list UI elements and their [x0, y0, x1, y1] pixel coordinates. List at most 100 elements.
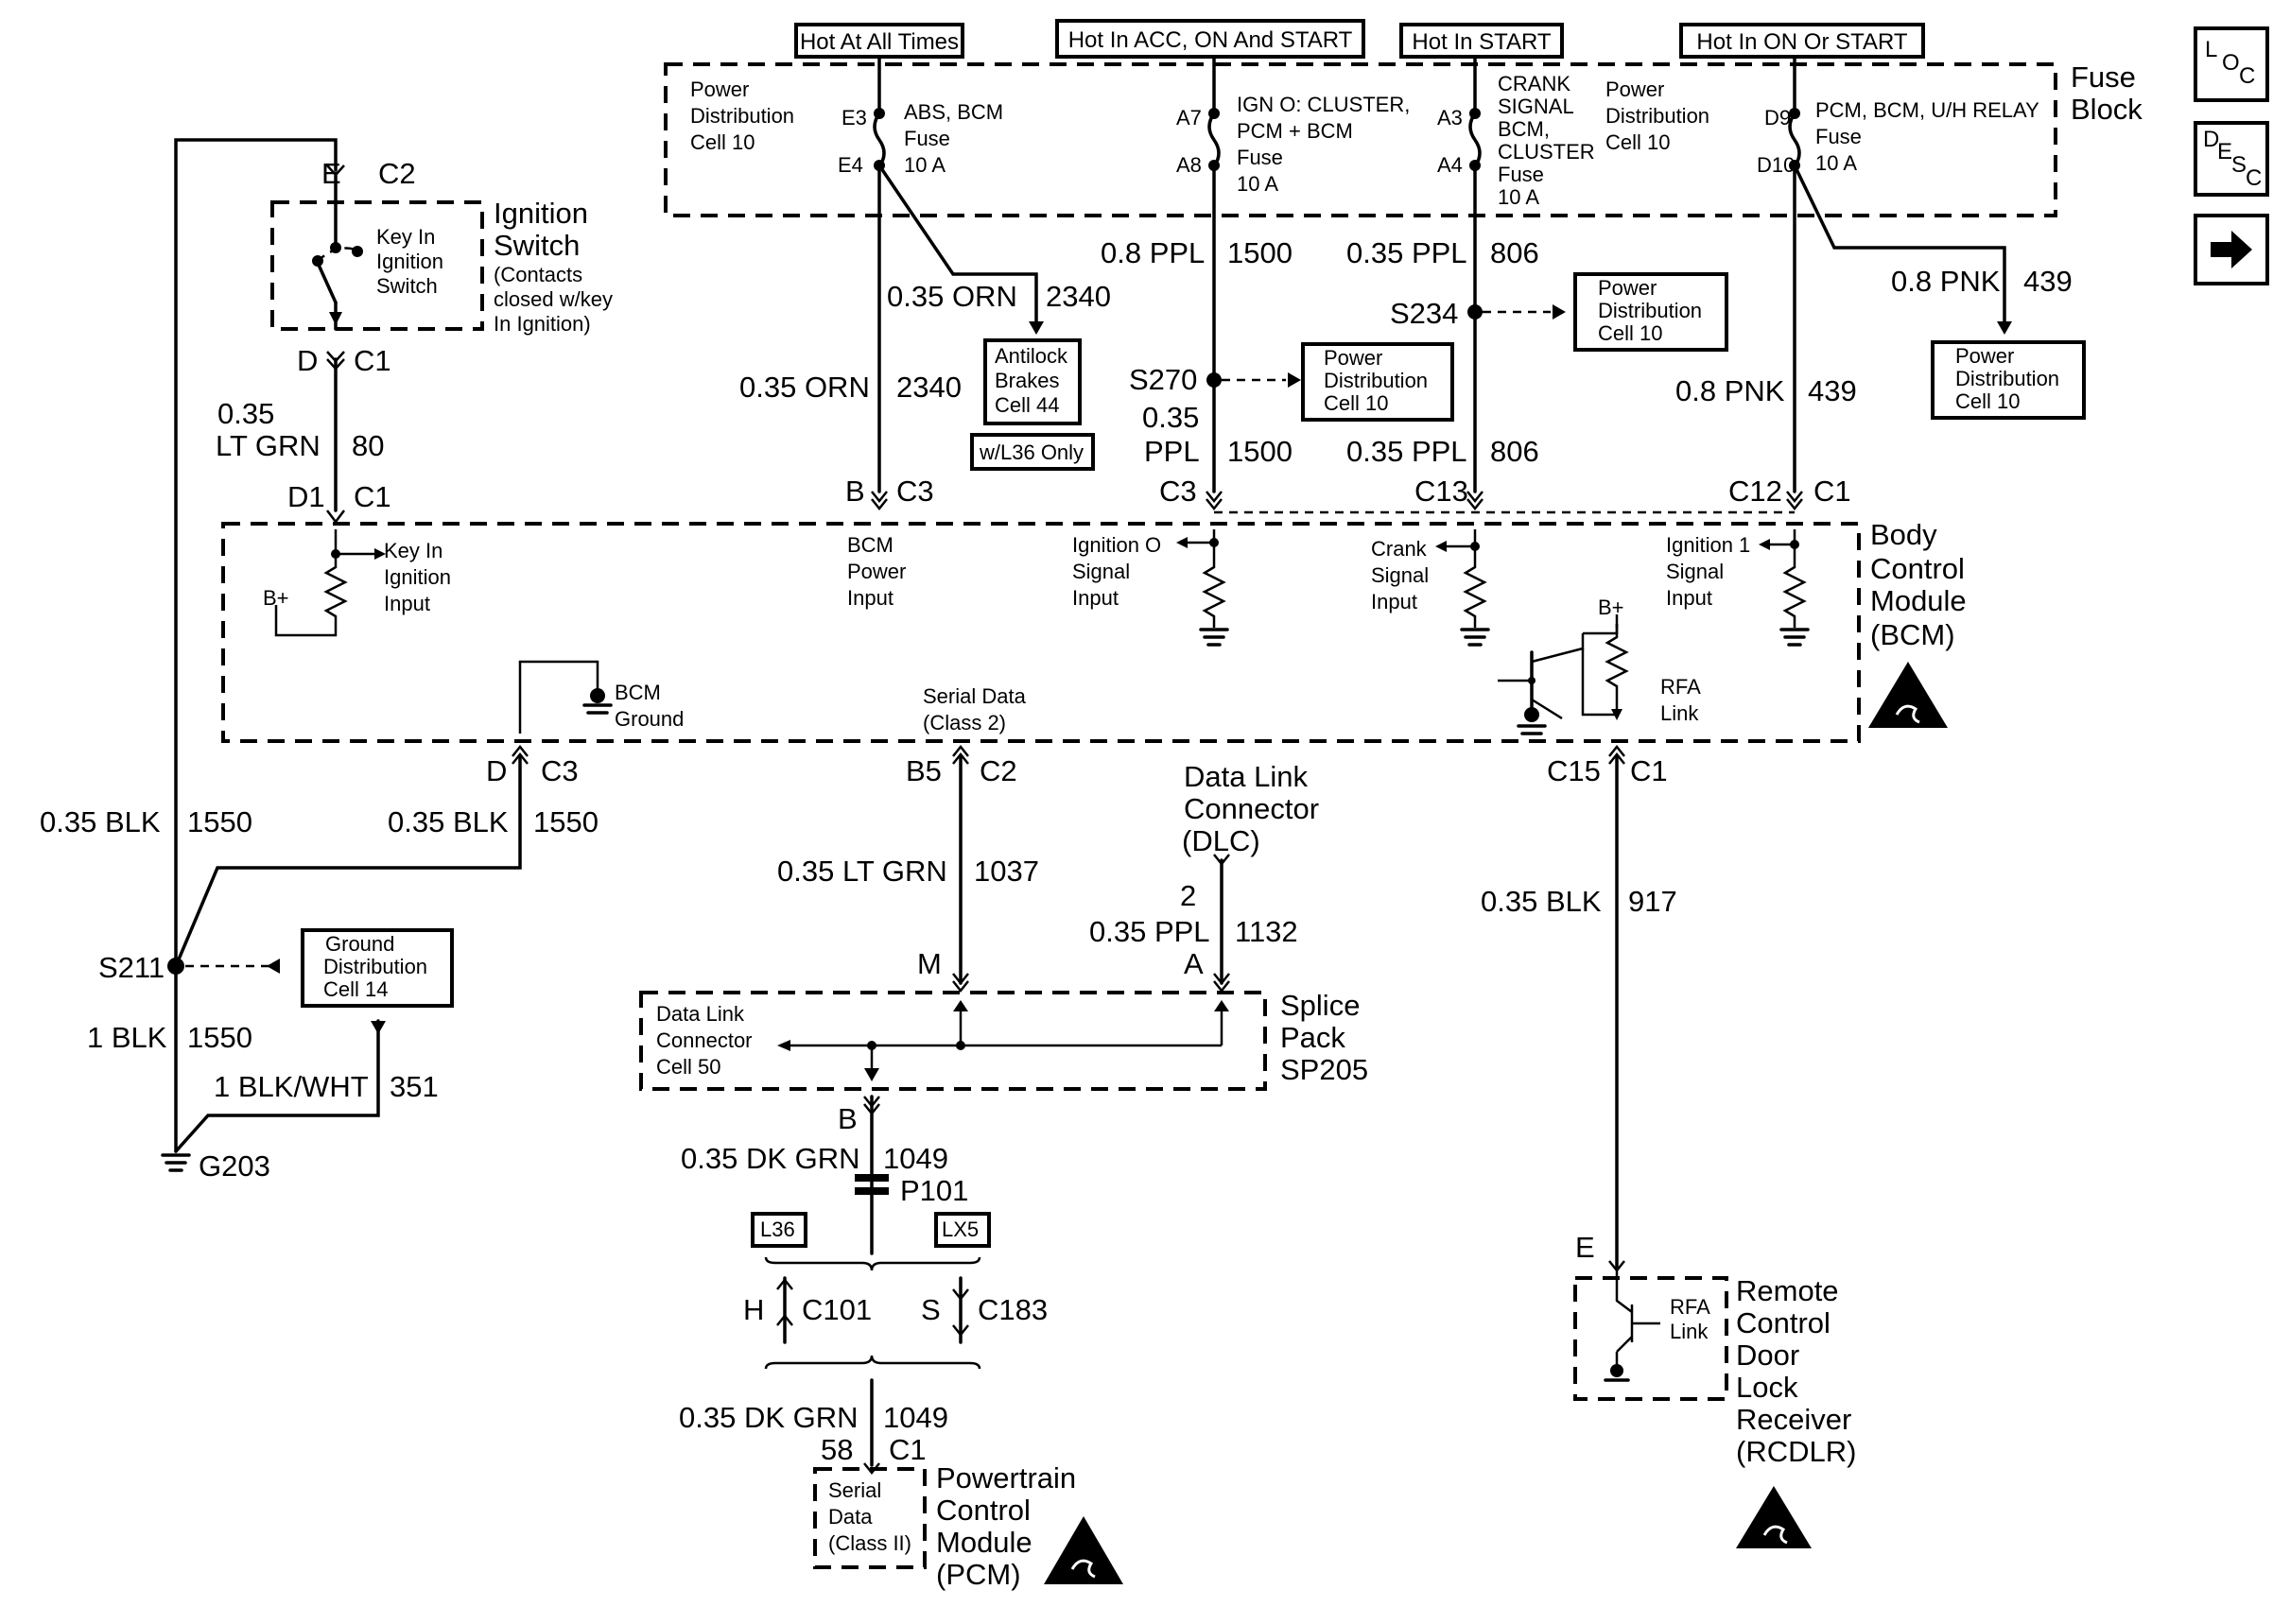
rcdlr-title-5: Receiver: [1736, 1403, 1851, 1436]
w80-color: LT GRN: [216, 429, 321, 462]
bcm-keyin-1: Key In: [384, 539, 442, 562]
abs-fuse-label: Fuse: [904, 127, 950, 150]
pcm-fuse-label: Fuse: [1815, 125, 1862, 148]
w1550a-spec: 0.35 BLK: [40, 805, 161, 838]
ign-inner-1: Key In: [376, 225, 435, 249]
pdc439-box: [1931, 340, 2086, 420]
l36-box: [751, 1212, 807, 1248]
pdc-right-line1: Power: [1605, 78, 1664, 101]
wires: [161, 138, 2012, 1467]
w917-circuit: 917: [1628, 885, 1677, 918]
rcdlr-inner-1: RFA: [1670, 1295, 1710, 1319]
pdc234-box: [1573, 272, 1728, 352]
switch-contact-symbol: [312, 174, 363, 331]
w806a-spec: 0.35 PPL: [1346, 236, 1467, 269]
w806b-circuit: 806: [1490, 435, 1539, 468]
w1550c-spec: 1 BLK: [87, 1021, 167, 1054]
w1500b-circuit: 1500: [1227, 435, 1293, 468]
bcm-power-1: BCM: [847, 533, 894, 557]
pdc234-1: Power: [1598, 276, 1657, 300]
conn-b5-c2: C2: [980, 754, 1017, 787]
pdc234-3: Cell 10: [1598, 321, 1662, 345]
desc-button[interactable]: D E S C: [2194, 121, 2269, 197]
dlc-pin-a: A: [1184, 947, 1204, 980]
pdc439-3: Cell 10: [1955, 389, 2020, 413]
opt-lx5: LX5: [942, 1218, 979, 1241]
hot-labels: Hot At All Times Hot In ACC, ON And STAR…: [794, 19, 1925, 59]
pdc-left-line1: Power: [690, 78, 749, 101]
dlc-title-2: Connector: [1184, 792, 1319, 825]
pdc234-2: Distribution: [1598, 299, 1702, 322]
dlc-title-1: Data Link: [1184, 760, 1308, 793]
desc-d: D: [2203, 127, 2219, 152]
conn-c1: C1: [354, 344, 391, 377]
pcm-title-3: Module: [936, 1526, 1032, 1559]
conn-d-c3-label: C3: [541, 754, 579, 787]
pcm-title-2: Control: [936, 1494, 1031, 1527]
hot-in-start-label: Hot In START: [1412, 29, 1551, 55]
bcm-bplus2: B+: [1598, 596, 1624, 619]
conn-c13: C13: [1414, 475, 1468, 508]
bcm-input-resistors: [1176, 529, 1810, 647]
fuse-block: Fuse Block Power Distribution Cell 10 Po…: [664, 55, 2143, 217]
bcm-keyin-2: Ignition: [384, 565, 451, 589]
w439b-circuit: 439: [1808, 374, 1857, 407]
w439a-spec: 0.8 PNK: [1891, 265, 2001, 298]
conn-c3: C3: [1159, 475, 1197, 508]
conn-c15-c1: C1: [1630, 754, 1668, 787]
w1049a-spec: 0.35 DK GRN: [681, 1142, 860, 1175]
ign-inner-2: Ignition: [376, 250, 443, 273]
opt-h: H: [743, 1293, 764, 1326]
sp-title-1: Splice: [1280, 989, 1360, 1022]
sp-pin-b: B: [838, 1102, 858, 1135]
pcm-fuse-name: PCM, BCM, U/H RELAY: [1815, 98, 2039, 122]
bcm-title-2: Control: [1870, 552, 1965, 585]
abs-fuse-rating: 10 A: [904, 153, 946, 177]
w2340b-circuit: 2340: [896, 371, 962, 404]
bcm-ign1-3: Input: [1666, 586, 1712, 610]
desc-e: E: [2217, 139, 2232, 164]
hot-on-start-box: [1679, 23, 1925, 59]
w439a-circuit: 439: [2023, 265, 2073, 298]
crank-fuse-2: SIGNAL: [1498, 95, 1574, 118]
desc-s: S: [2231, 152, 2247, 178]
crank-fuse-6: 10 A: [1498, 185, 1539, 209]
rcdlr-title-1: Remote: [1736, 1274, 1839, 1307]
splice-s211-dot: [167, 958, 184, 975]
rcdlr-inner-2: Link: [1670, 1320, 1709, 1343]
gdc-box: [301, 928, 454, 1008]
w1049a-circuit: 1049: [883, 1142, 948, 1175]
fuse-block-title-2: Block: [2071, 93, 2143, 126]
next-button[interactable]: [2194, 214, 2269, 285]
pcm-title-1: Powertrain: [936, 1461, 1076, 1494]
splice-s211: S211: [98, 951, 165, 984]
pin-e3: E3: [842, 106, 867, 130]
fuse-block-title-1: Fuse: [2071, 60, 2136, 94]
loc-c: C: [2239, 63, 2255, 89]
pin-a4: A4: [1437, 153, 1463, 177]
opt-c101: C101: [802, 1293, 872, 1326]
abs-note-box: [970, 433, 1095, 471]
gdc-1: Ground: [325, 932, 394, 956]
desc-c: C: [2246, 165, 2262, 191]
bcm-module: Body Control Module (BCM) D1 C1 B C3 C3 …: [221, 475, 1967, 787]
ign-inner-3: Switch: [376, 274, 438, 298]
splice-pack: Splice Pack SP205 Data Link Connector Ce…: [639, 947, 1368, 1135]
crank-fuse-1: CRANK: [1498, 72, 1570, 95]
pdc-left-line3: Cell 10: [690, 130, 755, 154]
bcm-title-1: Body: [1870, 518, 1937, 551]
pdc-right-line2: Distribution: [1605, 104, 1709, 128]
ign-fuse-rating: 10 A: [1237, 172, 1278, 196]
w1500a-spec: 0.8 PPL: [1101, 236, 1205, 269]
pdc-left-line2: Distribution: [690, 104, 794, 128]
dlc: Data Link Connector (DLC) 2 A: [1180, 760, 1319, 980]
esd-warning-icon: [1868, 662, 1948, 728]
conn-c15: C15: [1547, 754, 1601, 787]
splice-p101: P101: [900, 1174, 968, 1207]
loc-button[interactable]: L O C: [2194, 26, 2269, 102]
conn-b: B: [845, 475, 865, 508]
ign-fuse-name2: PCM + BCM: [1237, 119, 1353, 143]
sp-inner-1: Data Link: [656, 1002, 745, 1026]
splice-s234: S234: [1390, 297, 1458, 330]
conn-d1: D1: [287, 480, 325, 513]
